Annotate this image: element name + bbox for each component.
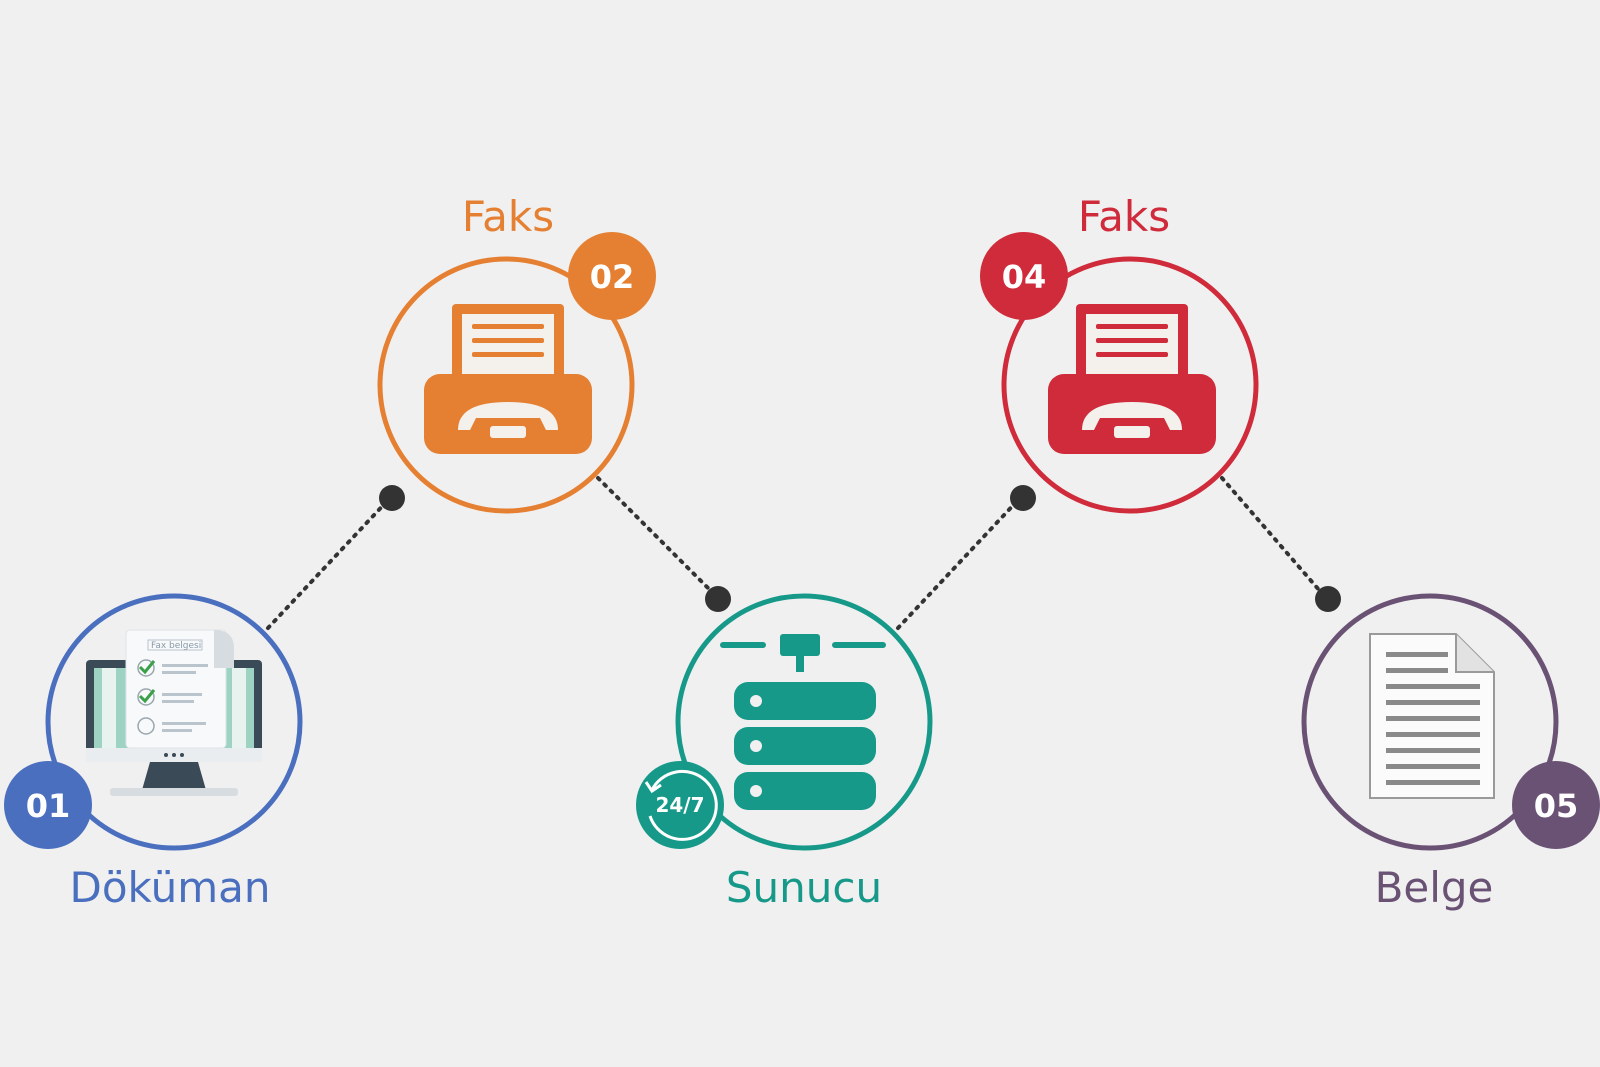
connectors: [266, 476, 1328, 630]
doc-sheet-title: Fax belgesi: [151, 641, 201, 651]
connector-dot: [705, 586, 731, 612]
step-5-number: 05: [1534, 787, 1579, 825]
connector-dot: [1010, 485, 1036, 511]
fax-machine-icon: [424, 304, 592, 454]
step-3-ring: [675, 593, 933, 851]
connector-4-5: [1220, 476, 1328, 600]
step-5-ring: [1301, 593, 1559, 851]
step-1: Fax belgesi 01 Döküman: [4, 593, 303, 912]
server-badge-text: 24/7: [655, 793, 704, 817]
step-2: 02 Faks: [377, 192, 656, 514]
connector-2-3: [596, 476, 720, 600]
server-icon: [720, 634, 886, 810]
step-5-label: Belge: [1375, 863, 1494, 912]
connector-dots: [379, 485, 1341, 612]
clock-24-7-icon: 24/7: [636, 761, 724, 849]
connector-3-4: [896, 496, 1022, 630]
step-2-badge: [568, 232, 656, 320]
connector-1-2: [266, 496, 392, 630]
connector-dot: [379, 485, 405, 511]
connector-dot: [1315, 586, 1341, 612]
step-1-badge: [4, 761, 92, 849]
step-4-badge: [980, 232, 1068, 320]
fax-machine-icon: [1048, 304, 1216, 454]
step-1-label: Döküman: [70, 863, 271, 912]
step-4: 04 Faks: [980, 192, 1259, 514]
step-4-label: Faks: [1078, 192, 1170, 241]
step-2-label: Faks: [462, 192, 554, 241]
document-icon: [1369, 633, 1495, 799]
step-2-ring: [377, 256, 635, 514]
step-4-ring: [1001, 256, 1259, 514]
step-3-label: Sunucu: [726, 863, 882, 912]
step-1-number: 01: [26, 787, 71, 825]
step-5-badge: [1512, 761, 1600, 849]
step-3: 24/7 Sunucu: [636, 593, 933, 912]
step-5: 05 Belge: [1301, 593, 1600, 912]
step-4-number: 04: [1002, 258, 1047, 296]
step-1-ring: [45, 593, 303, 851]
step-2-number: 02: [590, 258, 635, 296]
monitor-checklist-icon: Fax belgesi: [86, 629, 262, 796]
